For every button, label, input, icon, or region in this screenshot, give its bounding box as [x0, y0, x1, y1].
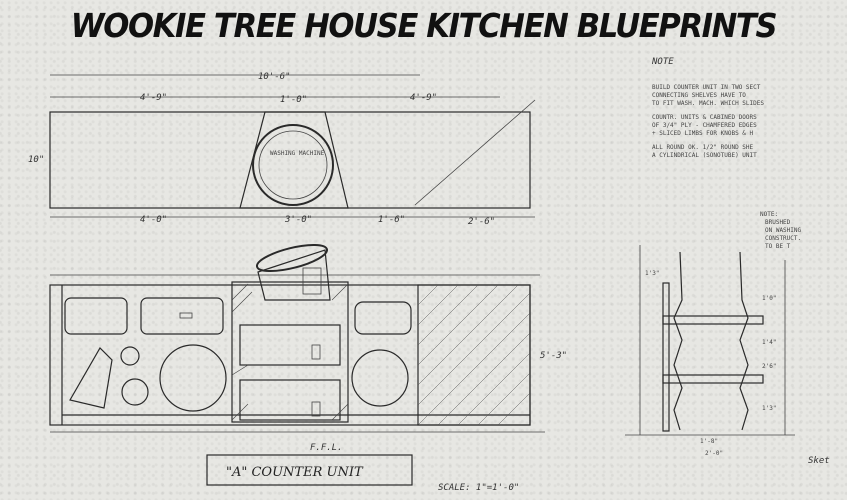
- drawer-right: [354, 301, 412, 335]
- tower-handle-1: [311, 344, 321, 360]
- front-outline: [49, 284, 531, 426]
- round-door-right: [351, 349, 409, 407]
- scale-label: SCALE: 1"=1'-0": [438, 483, 519, 493]
- signature: Sket: [808, 456, 830, 466]
- note-line-2: CONNECTING SHELVES HAVE TO: [652, 92, 746, 99]
- note-line-1: BUILD COUNTER UNIT IN TWO SECT: [652, 84, 761, 91]
- counter-unit-label-box: [206, 454, 413, 486]
- side-profile-right: [739, 251, 749, 431]
- tower-middle-box: [239, 324, 341, 366]
- dim-top-mid: 1'-0": [280, 95, 307, 105]
- tower-hatch: [231, 283, 349, 421]
- dim-side-d: 1'3": [762, 405, 776, 412]
- side-profile-left: [673, 251, 683, 431]
- drawer-1: [64, 297, 128, 335]
- top-washer-lid: [255, 243, 329, 273]
- note-header: NOTE: [651, 57, 674, 67]
- dim-side-b: 1'4": [762, 339, 776, 346]
- ffl-label: F.F.L.: [310, 443, 343, 453]
- top-washer-body: [257, 249, 331, 301]
- dim-bottom-right-a: 1'-6": [378, 215, 405, 225]
- side-note-line-2: ON WASHING: [765, 227, 802, 234]
- washer-housing: [239, 111, 349, 209]
- hatched-end-panel: [417, 284, 531, 426]
- top-washer-panel: [302, 267, 322, 295]
- note-line-3: TO FIT WASH. MACH. WHICH SLIDES: [652, 100, 764, 107]
- side-shelf-1: [662, 315, 764, 325]
- dim-bottom-right-b: 2'-6": [468, 217, 495, 227]
- drawer-2: [140, 297, 224, 335]
- side-back-plank: [662, 282, 670, 432]
- dim-side-top: 1'3": [645, 270, 659, 277]
- washer-tower: [231, 281, 349, 423]
- tower-lower-box: [239, 379, 341, 421]
- dim-overall: 10'-6": [258, 72, 291, 82]
- tower-handle-2: [311, 401, 321, 417]
- page-title: WOOKIE TREE HOUSE KITCHEN BLUEPRINTS: [70, 6, 778, 45]
- round-door-large: [159, 344, 227, 412]
- knob-detail: [120, 346, 140, 366]
- side-note-line-1: BRUSHED: [765, 219, 791, 226]
- round-door-small: [121, 378, 149, 406]
- dim-side-c: 2'6": [762, 363, 776, 370]
- dim-bottom-mid: 3'-0": [284, 215, 312, 225]
- note-line-7: ALL ROUND OK. 1/2" ROUND SHE: [652, 144, 754, 151]
- dim-top-left: 4'-9": [140, 93, 167, 103]
- note-line-5: OF 3/4" PLY - CHAMFERED EDGES: [652, 122, 757, 129]
- side-shelf-2: [662, 374, 764, 384]
- note-line-8: A CYLINDRICAL (SONOTUBE) UNIT: [652, 152, 757, 159]
- dim-front-height: 5'-3": [540, 351, 567, 361]
- side-note-line-3: CONSTRUCT.: [765, 235, 801, 242]
- washer-drum-outer: [252, 124, 334, 206]
- end-panel-hatch: [417, 284, 531, 426]
- counter-unit-label: "A" COUNTER UNIT: [226, 465, 364, 480]
- dim-side-bottom-b: 2'-0": [705, 450, 723, 457]
- dim-bottom-left: 4'-0": [140, 215, 167, 225]
- drawer-2-handle: [179, 312, 193, 319]
- dim-top-right: 4'-9": [410, 93, 437, 103]
- washer-drum-inner: [258, 130, 328, 200]
- plan-outline: [49, 111, 531, 209]
- dim-side-bottom-a: 1'-8": [700, 438, 718, 445]
- dim-side-a: 1'0": [762, 295, 776, 302]
- note-line-6: + SLICED LIMBS FOR KNOBS & H: [652, 130, 754, 137]
- side-note-header: NOTE:: [760, 211, 778, 218]
- note-line-4: COUNTR. UNITS & CABINED DOORS: [652, 114, 757, 121]
- leader-line: [414, 99, 536, 206]
- washing-machine-label: WASHING MACHINE: [270, 150, 325, 157]
- door-left-shape: [69, 347, 113, 409]
- dim-height-left: 10": [28, 155, 44, 165]
- side-note-line-4: TO BE T: [765, 243, 791, 250]
